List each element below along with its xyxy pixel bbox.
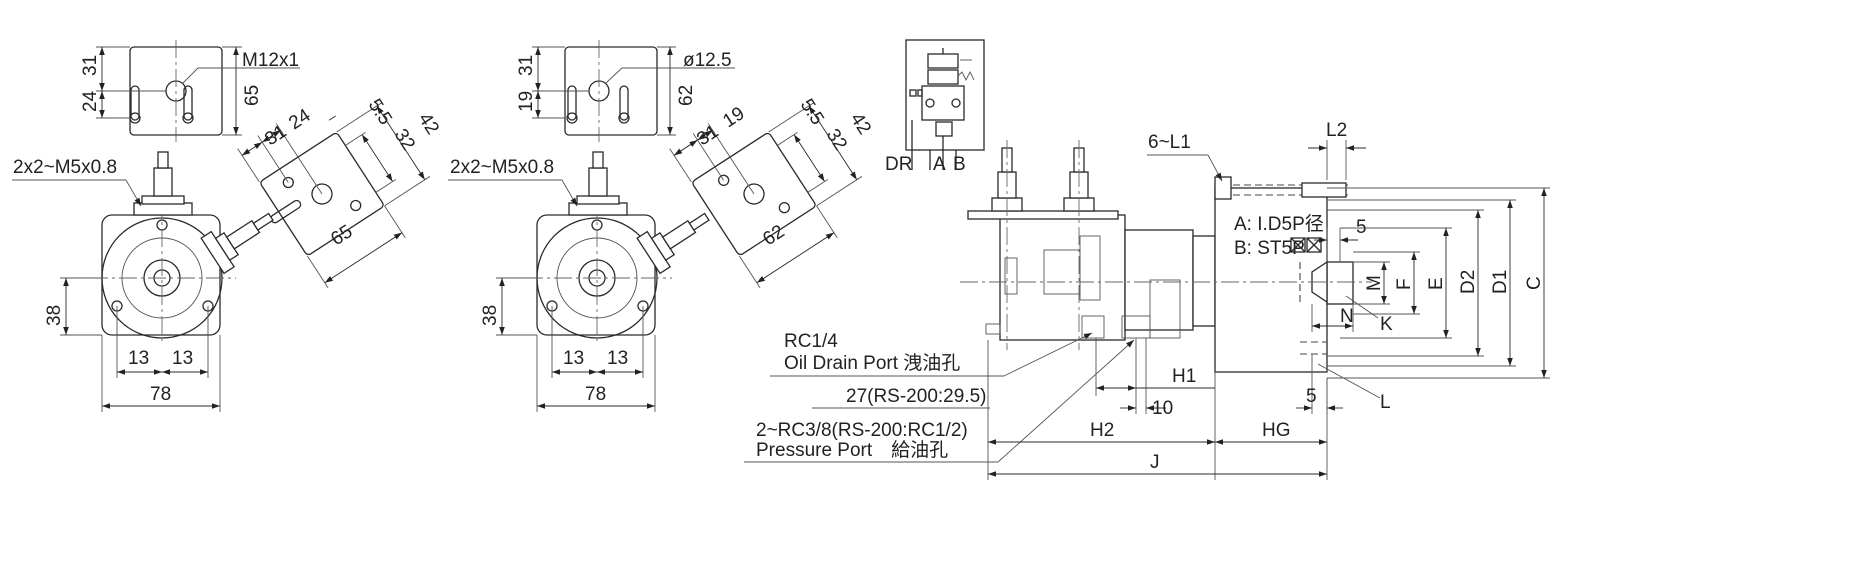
view1-dim-13b: 13 bbox=[172, 348, 193, 369]
view3-dim-h1: H1 bbox=[1172, 366, 1196, 387]
view3-dim-d1: D1 bbox=[1490, 270, 1511, 294]
view3-dim-l: L bbox=[1380, 392, 1391, 413]
view1-dim-38: 38 bbox=[44, 305, 65, 326]
view1-bolt-note: 2x2~M5x0.8 bbox=[13, 157, 117, 178]
view2-bolt-note: 2x2~M5x0.8 bbox=[450, 157, 554, 178]
view3-circuit-a: A bbox=[933, 154, 946, 175]
view2-plate-rotated bbox=[669, 102, 863, 289]
view2-body: 2x2~M5x0.8 38 13 13 78 bbox=[448, 151, 710, 412]
view3-dim-m: M bbox=[1364, 275, 1385, 291]
view3-bolt-note: 6~L1 bbox=[1148, 132, 1191, 153]
view3-circuit-symbol: DR A B bbox=[885, 39, 985, 175]
view2-bore-label: ø12.5 bbox=[683, 50, 732, 71]
view1-dim-24: 24 bbox=[80, 90, 101, 112]
view3-drain-1: RC1/4 bbox=[784, 331, 838, 352]
view2-dim-19: 19 bbox=[516, 91, 537, 112]
view3-dim-27: 27(RS-200:29.5) bbox=[846, 386, 986, 407]
view1: 31 24 65 M12x1 31 24 bbox=[12, 40, 443, 412]
view2-dim-62: 62 bbox=[676, 85, 697, 106]
view1-rot-dim-24: 24 bbox=[285, 105, 315, 134]
view3-dim-5a: 5 bbox=[1356, 217, 1367, 238]
view2-dim-13a: 13 bbox=[563, 348, 584, 369]
view2-rot-dim-19: 19 bbox=[719, 103, 748, 132]
view3-dim-k: K bbox=[1380, 314, 1393, 335]
view3-press-1: 2~RC3/8(RS-200:RC1/2) bbox=[756, 420, 968, 441]
view1-rot-dim-42: 42 bbox=[414, 109, 443, 138]
view1-plate-rotated bbox=[237, 102, 431, 289]
view3-dim-n: N bbox=[1340, 306, 1354, 327]
view2: 31 19 62 ø12.5 31 19 5.5 42 bbox=[448, 40, 875, 412]
view3-dim-f: F bbox=[1394, 278, 1415, 290]
view1-rot-dim-32: 32 bbox=[390, 125, 419, 154]
view3-note-b: B: ST5P bbox=[1234, 238, 1305, 259]
view1-rot-dim-31: 31 bbox=[261, 121, 290, 150]
view1-dim-31: 31 bbox=[80, 55, 101, 76]
view2-dim-38: 38 bbox=[480, 305, 501, 326]
view1-rot-dim-55: 5.5 bbox=[364, 95, 396, 129]
view3-dim-h2: H2 bbox=[1090, 420, 1114, 441]
view3-dim-e: E bbox=[1426, 277, 1447, 290]
view1-dim-78: 78 bbox=[150, 384, 171, 405]
view1-body: 2x2~M5x0.8 38 13 13 78 bbox=[12, 151, 274, 412]
view3-dim-hg: HG bbox=[1262, 420, 1291, 441]
view2-rot-dim-55: 5.5 bbox=[796, 95, 828, 129]
view1-dim-65: 65 bbox=[242, 85, 263, 106]
view3-cylinder-body bbox=[960, 140, 1372, 373]
view2-dim-31: 31 bbox=[516, 55, 537, 76]
view2-rot-dim-32: 32 bbox=[822, 125, 851, 154]
view3-circuit-dr: DR bbox=[885, 154, 912, 175]
view3-press-2: Pressure Port 給油孔 bbox=[756, 439, 948, 461]
view3-dim-j: J bbox=[1150, 452, 1160, 473]
view2-dim-78: 78 bbox=[585, 384, 606, 405]
view3-drain-2: Oil Drain Port 洩油孔 bbox=[784, 352, 960, 374]
view2-rot-dim-31: 31 bbox=[693, 121, 722, 150]
view3: DR A B bbox=[744, 39, 1550, 480]
view3-dim-5b: 5 bbox=[1306, 386, 1317, 407]
view1-thread-label: M12x1 bbox=[242, 50, 299, 71]
view3-annotations: 6~L1 L2 A: I.D5P径 B: ST5P 5 M bbox=[744, 120, 1550, 480]
view2-dim-13b: 13 bbox=[607, 348, 628, 369]
view3-note-a: A: I.D5P径 bbox=[1234, 213, 1324, 235]
view3-circuit-b: B bbox=[953, 154, 966, 175]
view1-plate-top: 31 24 65 M12x1 bbox=[80, 40, 300, 142]
view3-dim-10: 10 bbox=[1152, 398, 1173, 419]
view3-dim-d2: D2 bbox=[1458, 270, 1479, 294]
view3-dim-l2: L2 bbox=[1326, 120, 1347, 141]
view3-dim-c: C bbox=[1524, 276, 1545, 290]
view2-plate-top: 31 19 62 ø12.5 bbox=[516, 40, 735, 142]
view1-dim-13a: 13 bbox=[128, 348, 149, 369]
view2-rot-dim-42: 42 bbox=[846, 109, 875, 138]
